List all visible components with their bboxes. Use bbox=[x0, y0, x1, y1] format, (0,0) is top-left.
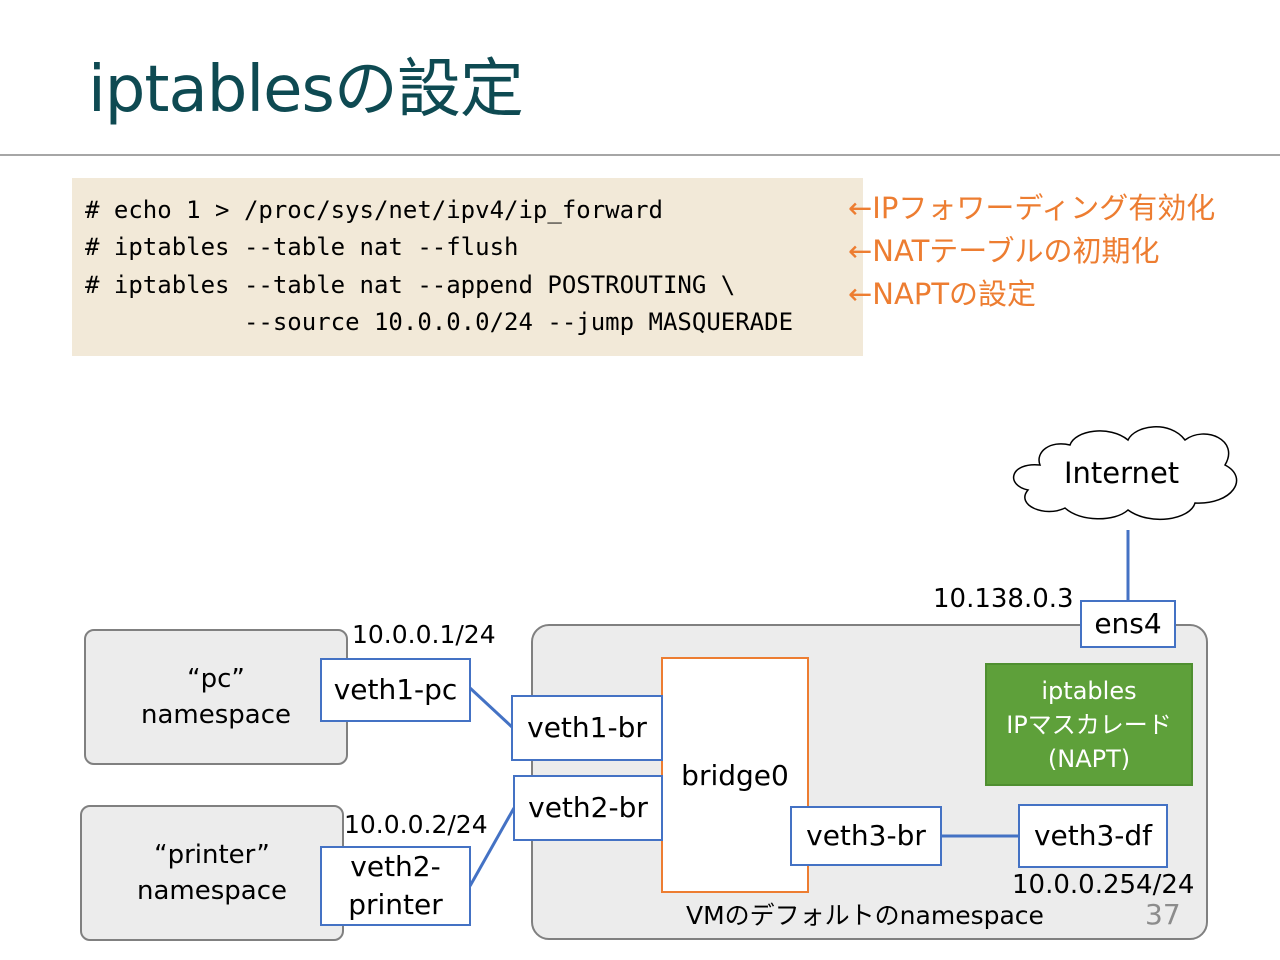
iptables-masquerade-box: iptables IPマスカレード (NAPT) bbox=[985, 663, 1193, 786]
veth2-br-interface: veth2-br bbox=[513, 775, 663, 841]
veth2-printer-ip: 10.0.0.2/24 bbox=[344, 810, 488, 839]
vm-namespace-label: VMのデフォルトのnamespace bbox=[686, 901, 1044, 930]
code-line-3: # iptables --table nat --append POSTROUT… bbox=[85, 271, 736, 299]
veth3-br-label: veth3-br bbox=[806, 819, 926, 852]
iptables-label-line1: iptables bbox=[1041, 676, 1137, 705]
slide-title: iptablesの設定 bbox=[88, 53, 524, 127]
bridge0-box: bridge0 bbox=[661, 657, 809, 893]
pc-namespace: “pc” namespace bbox=[84, 629, 348, 765]
veth1-br-interface: veth1-br bbox=[511, 695, 663, 761]
link-veth1 bbox=[468, 686, 514, 729]
veth3-df-label: veth3-df bbox=[1033, 819, 1153, 852]
internet-cloud-icon bbox=[1012, 426, 1238, 521]
code-line-2: # iptables --table nat --flush bbox=[85, 233, 519, 261]
annotation-napt: ←NAPTの設定 bbox=[848, 277, 1037, 311]
ens4-ip: 10.138.0.3 bbox=[933, 584, 1074, 614]
code-line-1: # echo 1 > /proc/sys/net/ipv4/ip_forward bbox=[85, 196, 663, 224]
veth3-df-interface: veth3-df bbox=[1018, 804, 1168, 868]
veth2-br-label: veth2-br bbox=[528, 791, 648, 824]
veth2-printer-interface: veth2- printer bbox=[320, 846, 471, 926]
bridge0-label: bridge0 bbox=[681, 758, 789, 792]
pc-namespace-label: namespace bbox=[140, 700, 291, 730]
title-divider bbox=[0, 154, 1280, 156]
link-veth2 bbox=[468, 807, 516, 887]
veth2-printer-label-line1: veth2- bbox=[350, 850, 441, 883]
veth1-pc-label: veth1-pc bbox=[333, 673, 458, 706]
veth3-br-interface: veth3-br bbox=[790, 806, 942, 866]
printer-namespace-name: “printer” bbox=[154, 840, 270, 870]
code-block bbox=[72, 178, 863, 356]
iptables-label-line3: (NAPT) bbox=[1047, 744, 1131, 773]
annotation-nat-flush: ←NATテーブルの初期化 bbox=[848, 234, 1160, 268]
internet-label: Internet bbox=[1064, 456, 1180, 490]
page-number: 37 bbox=[1145, 898, 1181, 931]
iptables-label-line2: IPマスカレード bbox=[1006, 710, 1172, 739]
veth1-br-label: veth1-br bbox=[527, 711, 647, 744]
veth3-df-ip: 10.0.0.254/24 bbox=[1012, 870, 1195, 900]
printer-namespace-label: namespace bbox=[136, 876, 287, 906]
veth2-printer-label-line2: printer bbox=[348, 888, 443, 921]
veth1-pc-interface: veth1-pc bbox=[320, 658, 471, 722]
veth1-pc-ip: 10.0.0.1/24 bbox=[352, 620, 496, 649]
annotation-ip-forward: ←IPフォワーディング有効化 bbox=[848, 191, 1216, 225]
pc-namespace-name: “pc” bbox=[187, 664, 245, 694]
ens4-interface: ens4 bbox=[1080, 600, 1176, 648]
printer-namespace: “printer” namespace bbox=[80, 805, 344, 941]
ens4-label: ens4 bbox=[1094, 607, 1162, 640]
code-line-4: --source 10.0.0.0/24 --jump MASQUERADE bbox=[85, 308, 794, 336]
